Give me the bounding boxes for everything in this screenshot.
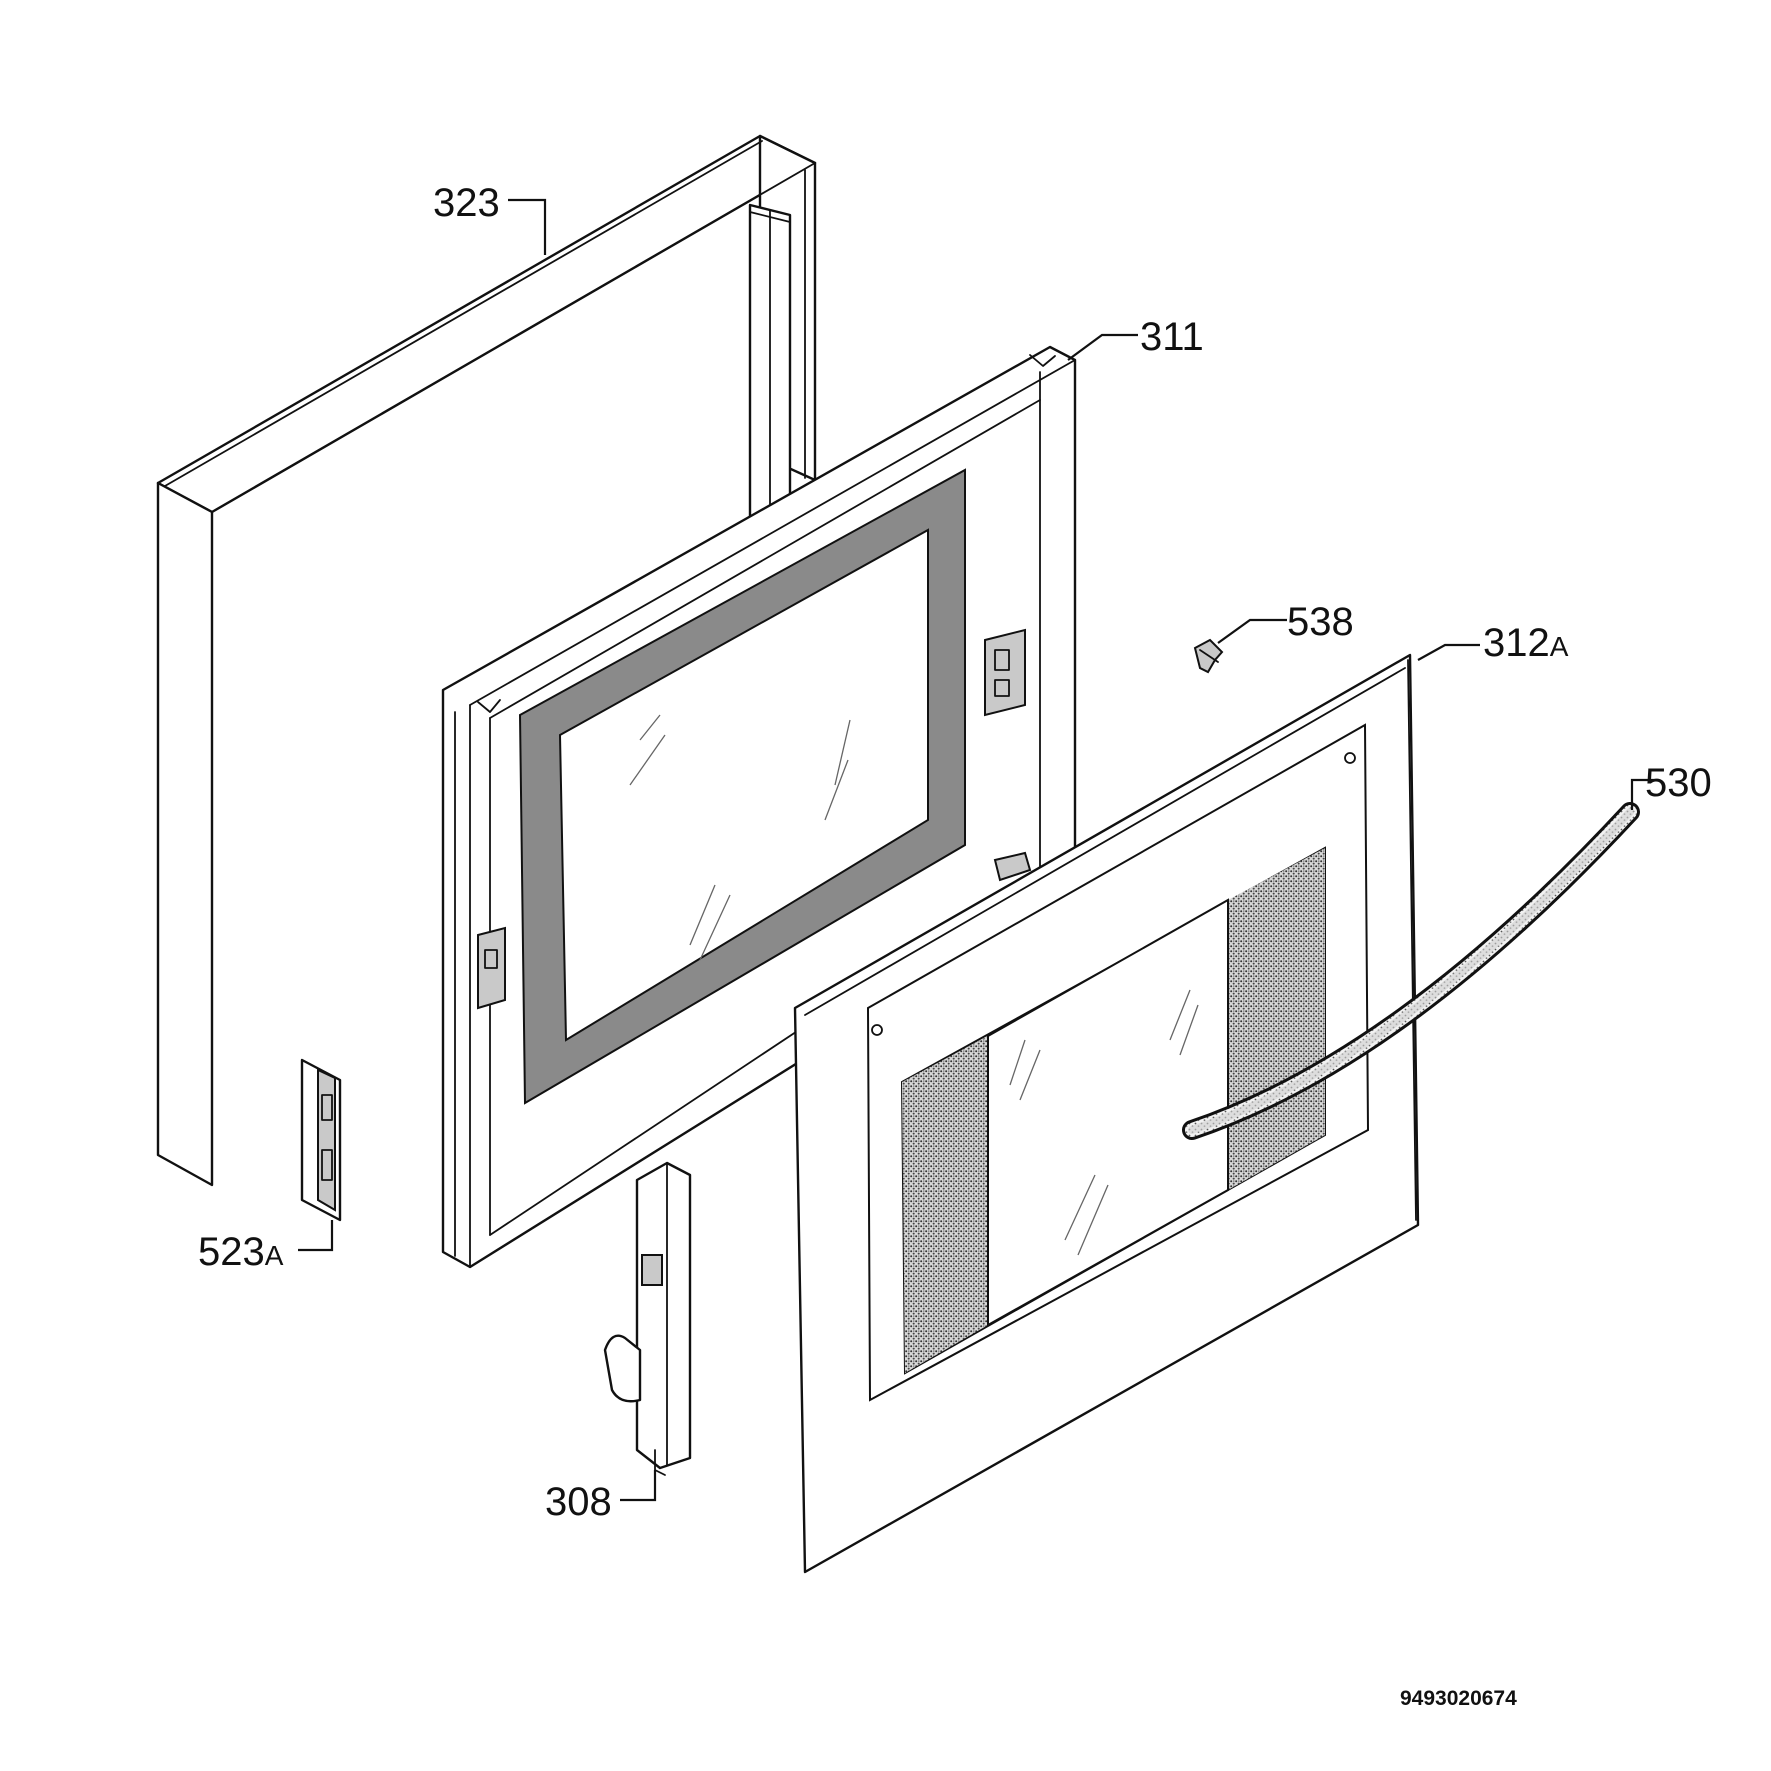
leader-lines [298, 198, 1658, 1502]
part-308-hinge [603, 1161, 692, 1476]
part-312a-outer-door [793, 653, 1420, 1574]
callout-530: 530 [1645, 761, 1712, 805]
callout-308: 308 [545, 1480, 612, 1524]
callout-523a: 523A [198, 1230, 284, 1274]
callout-311: 311 [1140, 315, 1204, 359]
part-523a-latch [300, 1058, 342, 1222]
part-538-screw [1193, 638, 1224, 674]
callout-312a: 312A [1483, 621, 1569, 665]
part-530-handle [1182, 802, 1640, 1140]
part-311-inner-panel [441, 345, 1077, 1269]
callout-labels: 323 311 538 312A 530 523A 308 9493020674 [198, 181, 1712, 1710]
callout-538: 538 [1287, 600, 1354, 644]
callout-323: 323 [433, 181, 500, 225]
document-id: 9493020674 [1400, 1687, 1517, 1710]
